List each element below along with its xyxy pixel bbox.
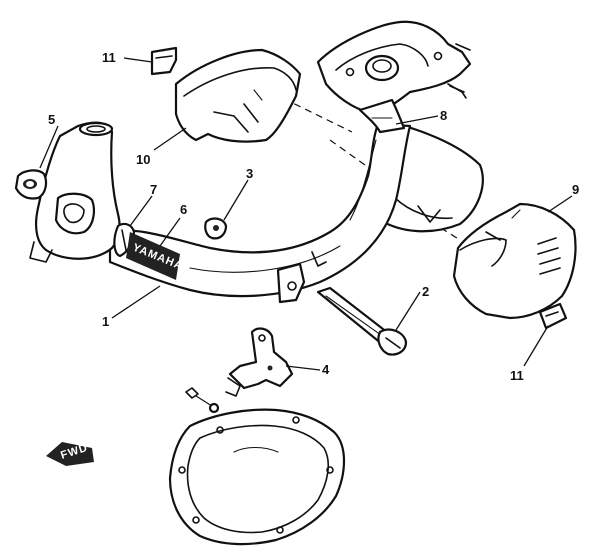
leader-7 — [129, 195, 153, 227]
callout-11-top: 11 — [102, 50, 116, 65]
callout-10: 10 — [136, 152, 150, 167]
rear-mount-bracket — [316, 20, 472, 134]
callout-leaders — [39, 57, 573, 371]
callout-1: 1 — [102, 314, 109, 329]
mounting-bolt — [316, 286, 408, 356]
leader-1 — [111, 285, 161, 319]
pipe-outlet-lip — [78, 121, 114, 137]
bracket-boss — [364, 54, 400, 82]
callout-7: 7 — [150, 182, 157, 197]
lower-engine-guard — [168, 408, 345, 546]
leader-9 — [547, 195, 573, 213]
leader-4 — [285, 365, 321, 371]
callout-9: 9 — [572, 182, 579, 197]
leader-10 — [153, 127, 187, 151]
callout-6: 6 — [180, 202, 187, 217]
callout-5: 5 — [48, 112, 55, 127]
upper-heat-shield — [174, 48, 302, 143]
callout-2: 2 — [422, 284, 429, 299]
damper-nut — [204, 217, 228, 240]
exhaust-pipe: YAMAHA — [29, 121, 412, 304]
callout-8: 8 — [440, 108, 447, 123]
silencer-end-cover — [452, 202, 577, 320]
callout-numbers: 11 5 7 6 3 10 8 9 2 1 4 11 — [48, 50, 579, 383]
callout-3: 3 — [246, 166, 253, 181]
leader-8 — [395, 115, 439, 125]
exhaust-gasket — [14, 169, 48, 200]
stay-screw — [185, 387, 220, 414]
clamp-top — [150, 46, 178, 76]
callout-4: 4 — [322, 362, 330, 377]
chamber-mount-bracket — [276, 262, 306, 304]
leader-6 — [159, 217, 181, 247]
clamp-right — [538, 302, 568, 330]
port-flange — [54, 192, 95, 235]
fwd-direction-arrow: FWD — [46, 442, 94, 466]
heat-guard-stay — [225, 327, 294, 397]
callout-11-right: 11 — [510, 368, 524, 383]
leader-11-top — [123, 57, 153, 63]
brand-plate — [126, 232, 180, 280]
leader-5 — [39, 125, 59, 169]
leader-11-right — [523, 325, 549, 367]
leader-3 — [223, 179, 249, 221]
leader-2 — [395, 291, 421, 331]
